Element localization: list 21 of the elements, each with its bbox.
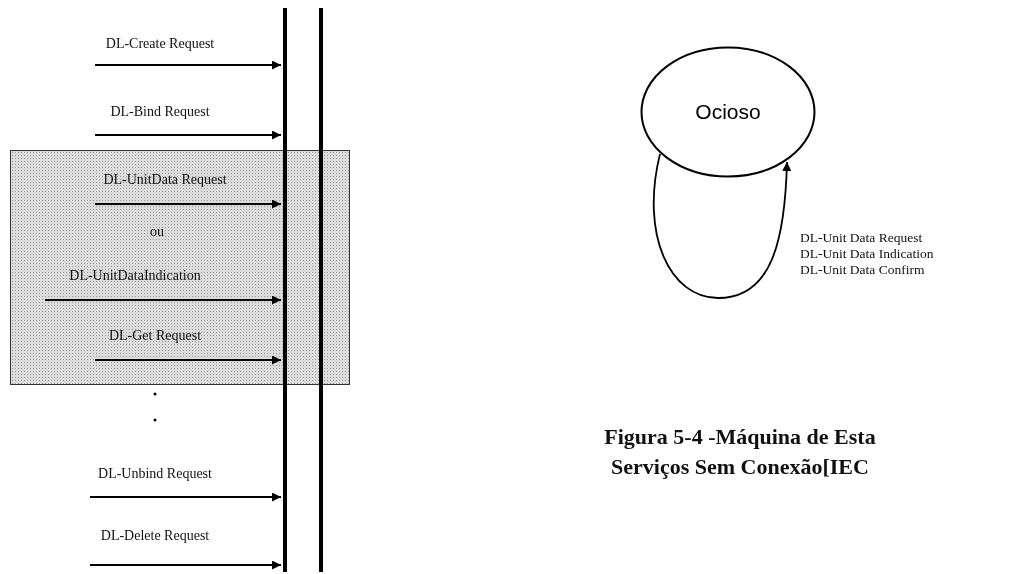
arrow (94, 130, 282, 140)
arrow (94, 355, 282, 365)
arrow (653, 153, 792, 299)
label-text: ou (150, 224, 164, 240)
edge-label: DL-Delete Request (100, 528, 210, 544)
edge-label: DL-Unit Data Request DL-Unit Data Indication DL-Unit Data Confirm (800, 230, 935, 278)
arrow (89, 492, 282, 502)
arrow (94, 199, 282, 209)
edge-label: DL-Create Request (105, 36, 215, 52)
edge-label: DL-UnitData Request (103, 172, 227, 188)
edge-label: DL-Bind Request (110, 104, 210, 120)
double-vertical-line (281, 8, 325, 572)
edge-label: DL-Get Request (108, 328, 202, 344)
edge-label: DL-UnitDataIndication (69, 268, 201, 284)
figure-caption: Figura 5-4 -Máquina de Esta Serviços Sem Conexão[IEC (603, 423, 877, 481)
state-label: Ocioso (695, 100, 761, 124)
state-ellipse (640, 46, 816, 178)
arrow (89, 560, 282, 570)
edge-label: DL-Unbind Request (98, 466, 212, 482)
arrow (44, 295, 282, 305)
arrow (94, 60, 282, 70)
